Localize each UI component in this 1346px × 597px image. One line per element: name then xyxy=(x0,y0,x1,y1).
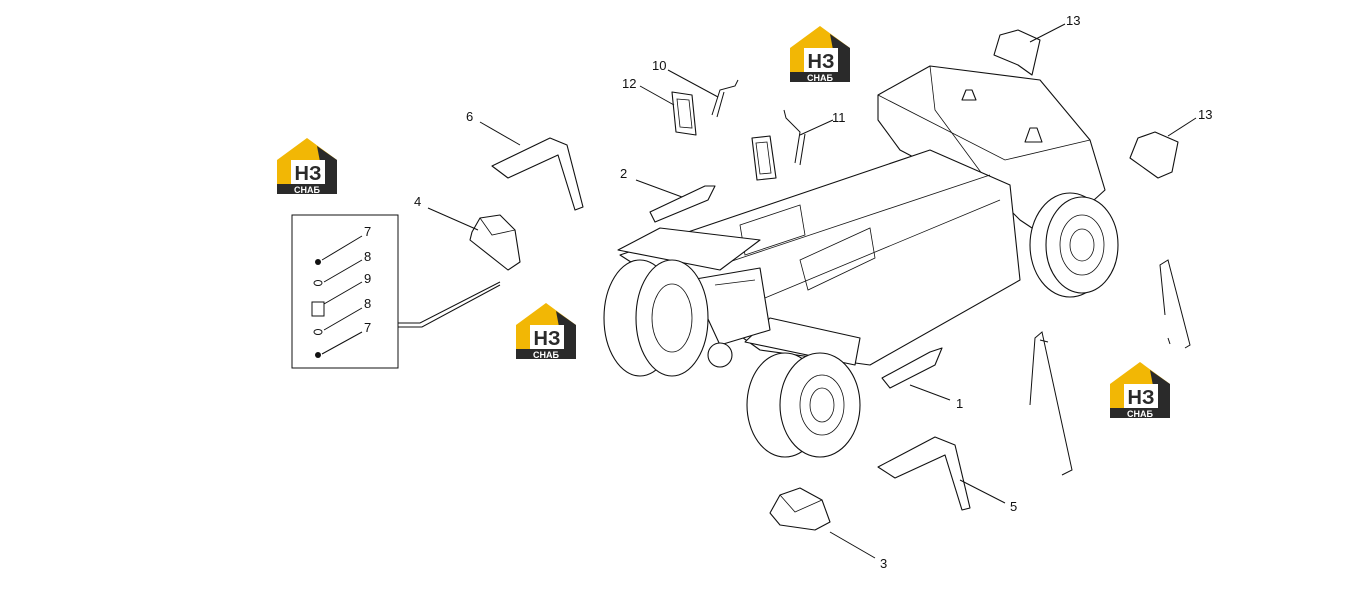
callout-3: 3 xyxy=(880,556,887,571)
washer-7-bottom xyxy=(315,352,321,358)
logo-right: НЗ СНАБ xyxy=(1110,362,1170,419)
rear-wheel xyxy=(1029,192,1119,298)
front-left-wheels xyxy=(603,259,709,377)
callout-1: 1 xyxy=(956,396,963,411)
washer-7-top xyxy=(315,259,321,265)
part-5-fender xyxy=(877,436,971,511)
callout-13-top: 13 xyxy=(1066,13,1080,28)
part-3-bracket xyxy=(769,487,831,531)
part-4-bracket xyxy=(469,214,521,271)
part-12b-plate xyxy=(751,135,777,181)
part-13-top-cover xyxy=(993,29,1041,76)
part-11-handle xyxy=(783,109,806,166)
logo-mark: НЗ xyxy=(1128,387,1155,409)
part-12-plate xyxy=(671,91,697,136)
callout-8-top: 8 xyxy=(364,249,371,264)
logo-center-left: НЗ СНАБ xyxy=(516,303,576,360)
logo-caption: СНАБ xyxy=(1127,409,1153,419)
part-13-right-cover xyxy=(1129,131,1179,179)
logo-mark: НЗ xyxy=(295,163,322,185)
callout-11: 11 xyxy=(832,110,846,125)
callout-5: 5 xyxy=(1010,499,1017,514)
washer-8-bottom xyxy=(313,329,323,335)
logo-left: НЗ СНАБ xyxy=(277,138,337,195)
logo-caption: СНАБ xyxy=(533,350,559,360)
callout-6: 6 xyxy=(466,109,473,124)
grab-handle-right xyxy=(1159,259,1191,349)
part-2-step xyxy=(649,185,716,223)
callout-8-bottom: 8 xyxy=(364,296,371,311)
front-right-wheels xyxy=(746,352,861,458)
callout-7-bottom: 7 xyxy=(364,320,371,335)
callout-4: 4 xyxy=(414,194,421,209)
logo-caption: СНАБ xyxy=(294,185,320,195)
leader-lines xyxy=(427,23,1197,559)
logo-mark: НЗ xyxy=(534,328,561,350)
callout-12: 12 xyxy=(622,76,636,91)
logo-top-center: НЗ СНАБ xyxy=(790,26,850,83)
callout-7-top: 7 xyxy=(364,224,371,239)
callout-2: 2 xyxy=(620,166,627,181)
part-10-handle xyxy=(711,79,739,118)
callout-13-right: 13 xyxy=(1198,107,1212,122)
detail-inset xyxy=(291,214,501,369)
mount-9 xyxy=(311,301,325,317)
callout-9: 9 xyxy=(364,271,371,286)
grab-handle-lower xyxy=(1029,331,1073,476)
part-6-fender xyxy=(491,137,584,211)
washer-8-top xyxy=(313,280,323,286)
chassis-frame xyxy=(617,65,1106,368)
logo-mark: НЗ xyxy=(808,51,835,73)
logo-caption: СНАБ xyxy=(807,73,833,83)
callout-labels: 1 2 3 4 5 6 10 11 12 13 13 7 8 9 8 7 xyxy=(364,13,1212,571)
callout-10: 10 xyxy=(652,58,666,73)
part-1-step xyxy=(881,347,943,389)
